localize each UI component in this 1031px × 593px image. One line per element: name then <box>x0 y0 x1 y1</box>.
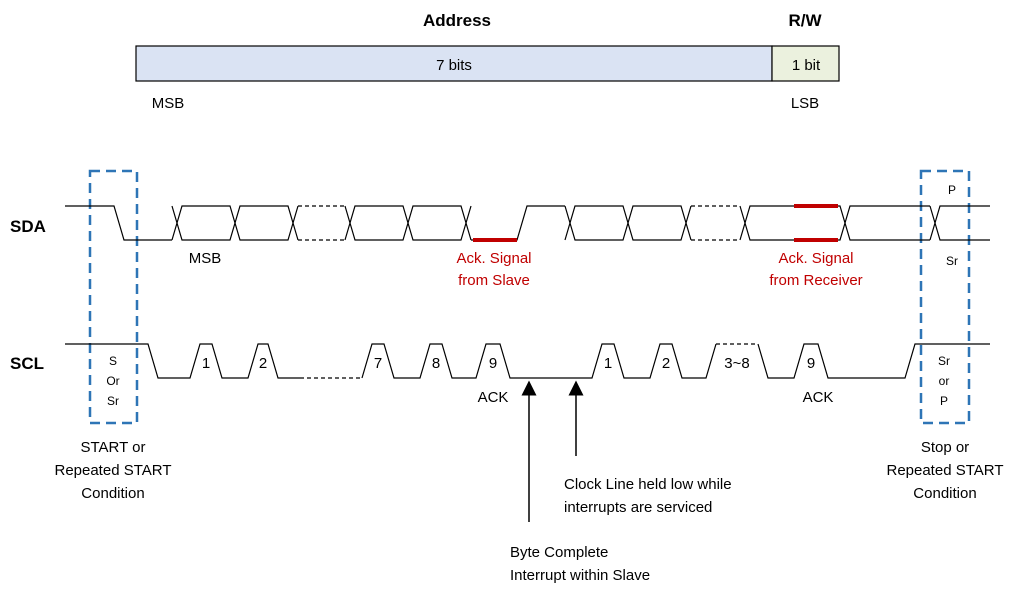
sda-stop-p-label: P <box>948 183 956 197</box>
stop-box-or: or <box>939 374 950 388</box>
address-title: Address <box>423 11 491 30</box>
scl-pulse-3-8: 3~8 <box>724 355 749 372</box>
address-msb-label: MSB <box>152 95 185 112</box>
start-condition-line3: Condition <box>81 485 144 502</box>
scl-pulse-7: 7 <box>374 355 382 372</box>
sda-label: SDA <box>10 217 46 236</box>
rw-title: R/W <box>788 11 822 30</box>
scl-pulse-2b: 2 <box>662 355 670 372</box>
stop-box-p: P <box>940 394 948 408</box>
ack-slave-line1: Ack. Signal <box>456 250 531 267</box>
clock-held-line1: Clock Line held low while <box>564 476 732 493</box>
rw-field-label: 1 bit <box>792 57 821 74</box>
start-condition-line1: START or <box>80 439 145 456</box>
ack-slave-line2: from Slave <box>458 272 530 289</box>
byte-complete-line2: Interrupt within Slave <box>510 567 650 584</box>
sda-waveform <box>65 205 990 241</box>
scl-pulse-1b: 1 <box>604 355 612 372</box>
start-condition-box <box>88 169 139 425</box>
address-lsb-label: LSB <box>791 95 819 112</box>
address-field-label: 7 bits <box>436 57 472 74</box>
start-condition-line2: Repeated START <box>54 462 171 479</box>
scl-ack1-label: ACK <box>478 389 509 406</box>
scl-waveform <box>65 343 990 379</box>
byte-complete-line1: Byte Complete <box>510 544 608 561</box>
stop-box-sr: Sr <box>938 354 950 368</box>
scl-pulse-2: 2 <box>259 355 267 372</box>
rw-field-box <box>771 45 840 82</box>
start-box-sr: Sr <box>107 394 119 408</box>
scl-pulse-8: 8 <box>432 355 440 372</box>
stop-condition-box <box>919 169 971 425</box>
scl-pulse-9: 9 <box>489 355 497 372</box>
stop-condition-line3: Condition <box>913 485 976 502</box>
sda-msb-label: MSB <box>189 250 222 267</box>
start-box-or: Or <box>106 374 119 388</box>
scl-label: SCL <box>10 354 44 373</box>
address-field-box <box>135 45 773 82</box>
scl-pulse-9b: 9 <box>807 355 815 372</box>
clock-held-line2: interrupts are serviced <box>564 499 712 516</box>
stop-condition-line1: Stop or <box>921 439 969 456</box>
ack-receiver-line1: Ack. Signal <box>778 250 853 267</box>
start-box-s: S <box>109 354 117 368</box>
stop-condition-line2: Repeated START <box>886 462 1003 479</box>
scl-pulse-1: 1 <box>202 355 210 372</box>
ack-receiver-line2: from Receiver <box>769 272 862 289</box>
sda-stop-sr-label: Sr <box>946 254 958 268</box>
scl-ack2-label: ACK <box>803 389 834 406</box>
